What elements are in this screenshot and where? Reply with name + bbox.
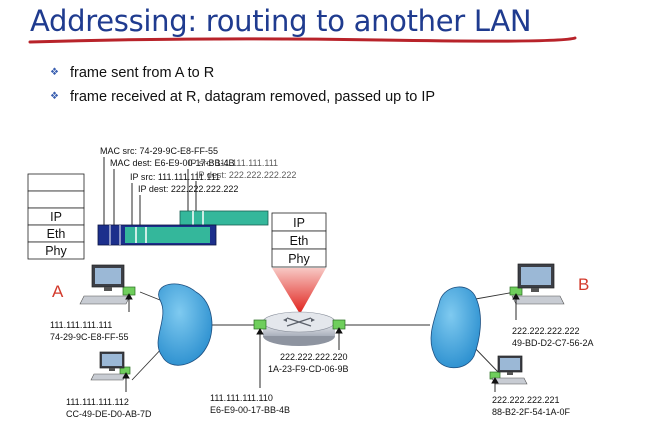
host-a-ip: 111.111.111.111 [50, 320, 112, 330]
bullet-item: ❖ frame received at R, datagram removed,… [48, 86, 435, 110]
address-arrows [122, 293, 520, 392]
interface-markers [119, 286, 523, 380]
router-beam [272, 268, 326, 314]
router-left-mac: E6-E9-00-17-BB-4B [210, 405, 290, 415]
host-b-ip: 222.222.222.222 [512, 326, 580, 336]
host-a2-mac: CC-49-DE-D0-AB-7D [66, 409, 152, 419]
host-b2-computer-icon[interactable] [491, 355, 528, 385]
router-layer-phy: Phy [288, 252, 310, 266]
bullet-icon: ❖ [50, 91, 59, 102]
bullet-icon: ❖ [50, 67, 59, 78]
router-protocol-stack: IP Eth Phy [271, 212, 327, 268]
ethernet-frame [97, 224, 217, 246]
host-b-mac: 49-BD-D2-C7-56-2A [512, 338, 594, 348]
stack-layer-phy: Phy [45, 244, 67, 258]
frame-mac-dest: MAC dest: E6-E9-00-17-BB-4B [110, 158, 235, 168]
router-left-ip: 111.111.111.110 [210, 393, 273, 403]
host-a-label: A [52, 282, 64, 301]
router-layer-ip: IP [293, 216, 305, 230]
host-b-computer-icon[interactable] [511, 263, 565, 305]
frame-field-pointers [103, 157, 197, 229]
title-underline [28, 36, 577, 44]
router-icon[interactable] [262, 311, 336, 346]
host-a-computer-icon[interactable] [79, 264, 131, 305]
router-ip-dest: IP dest: 222.222.222.222 [196, 170, 296, 180]
host-b2-mac: 88-B2-2F-54-1A-0F [492, 407, 571, 417]
right-lan-cloud [430, 286, 481, 369]
host-b-label: B [578, 275, 589, 294]
router-right-ip: 222.222.222.220 [280, 352, 348, 362]
frame-mac-src: MAC src: 74-29-9C-E8-FF-55 [100, 146, 218, 156]
host-a2-ip: 111.111.111.112 [66, 397, 129, 407]
bullet-list: ❖ frame sent from A to R ❖ frame receive… [48, 62, 435, 110]
stack-layer-ip: IP [50, 210, 62, 224]
page-title: Addressing: routing to another LAN [30, 4, 532, 38]
stack-layer-eth: Eth [47, 227, 66, 241]
bullet-text: frame received at R, datagram removed, p… [70, 89, 436, 105]
frame-ip-src: IP src: 111.111.111.111 [130, 172, 220, 182]
host-a-mac: 74-29-9C-E8-FF-55 [50, 332, 129, 342]
router-layer-eth: Eth [290, 234, 309, 248]
address-labels: 111.111.111.111 74-29-9C-E8-FF-55 111.11… [50, 320, 594, 419]
frame-field-labels: MAC src: 74-29-9C-E8-FF-55 MAC dest: E6-… [100, 146, 296, 194]
datagram-in-router [179, 210, 269, 226]
host-b2-ip: 222.222.222.221 [492, 395, 560, 405]
router-ip-src: IP src: 111.111.111.111 [188, 158, 278, 168]
host-protocol-stack: IP Eth Phy [27, 173, 85, 260]
bullet-text: frame sent from A to R [70, 65, 215, 81]
left-lan-cloud [157, 283, 213, 366]
host-a2-computer-icon[interactable] [90, 351, 127, 381]
bullet-item: ❖ frame sent from A to R [48, 62, 435, 86]
router-right-mac: 1A-23-F9-CD-06-9B [268, 364, 349, 374]
